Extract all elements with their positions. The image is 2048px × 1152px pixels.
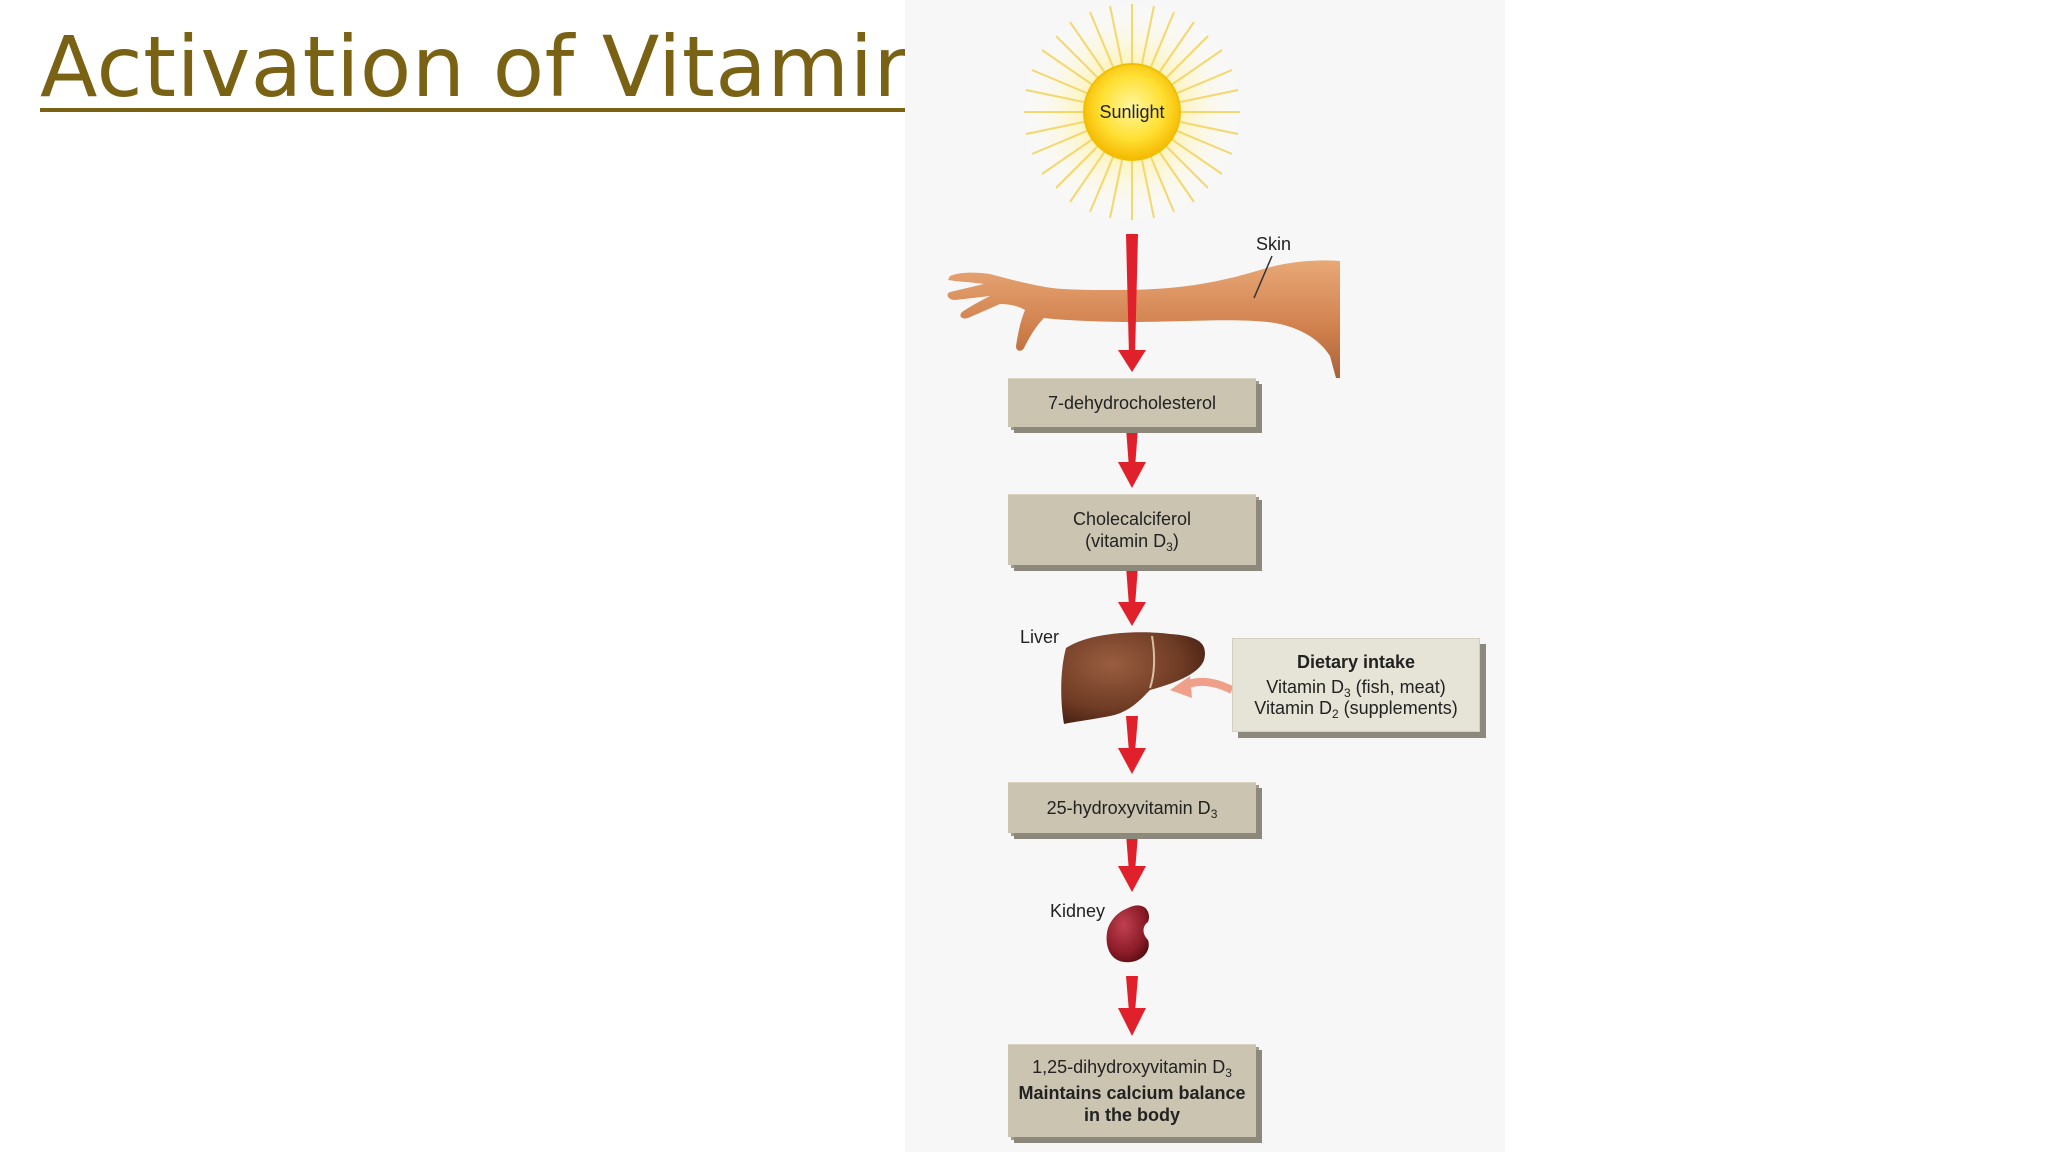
liver-icon [1061,632,1205,724]
in-the-body-text: in the body [1084,1105,1180,1125]
dietary-intake-title: Dietary intake [1296,651,1416,672]
arm-icon [947,255,1348,378]
dietary-intake-box: Dietary intake Vitamin D3 (fish, meat) V… [1232,638,1480,732]
dietary-vitamin-d2: Vitamin D2 (supplements) [1254,697,1458,721]
dietary-vitamin-d3: Vitamin D3 (fish, meat) [1266,676,1446,700]
liver-label: Liver [1020,627,1060,647]
vitamin-d3-text: (vitamin D3) [1085,531,1179,554]
kidney-icon [1106,905,1150,963]
1-25-dihydroxyvitamin-d3-text: 1,25-dihydroxyvitamin D3 [1032,1057,1232,1080]
step-cholecalciferol: Cholecalciferol (vitamin D3) [1008,494,1256,565]
cholecalciferol-text: Cholecalciferol [1072,509,1192,529]
25-hydroxyvitamin-d3-text: 25-hydroxyvitamin D3 [1046,798,1218,821]
skin-label: Skin [1256,234,1292,254]
dietary-intake-arrow [1170,676,1234,698]
calcium-balance-text: Maintains calcium balance [1018,1083,1246,1103]
arrow-skin-to-7dhc [1118,234,1146,372]
sun-icon [1020,0,1244,224]
arrow-25hydroxy-to-kidney [1118,834,1146,892]
arrow-cholecalciferol-to-liver [1118,566,1146,626]
slide-title: Activation of Vitamin D [40,18,1020,116]
arrow-liver-to-25hydroxy [1118,716,1146,774]
kidney-label: Kidney [1050,901,1106,921]
step-7-dehydrocholesterol-text: 7-dehydrocholesterol [1047,393,1217,413]
step-1-25-dihydroxyvitamin-d3: 1,25-dihydroxyvitamin D3 Maintains calci… [1008,1044,1256,1137]
pathway-arrows [1118,234,1146,1036]
arrow-kidney-to-125dihydroxy [1118,976,1146,1036]
arrow-7dhc-to-cholecalciferol [1118,428,1146,488]
step-7-dehydrocholesterol: 7-dehydrocholesterol [1008,378,1256,427]
sunlight-label: Sunlight [1099,102,1164,122]
step-25-hydroxyvitamin-d3: 25-hydroxyvitamin D3 [1008,782,1256,833]
